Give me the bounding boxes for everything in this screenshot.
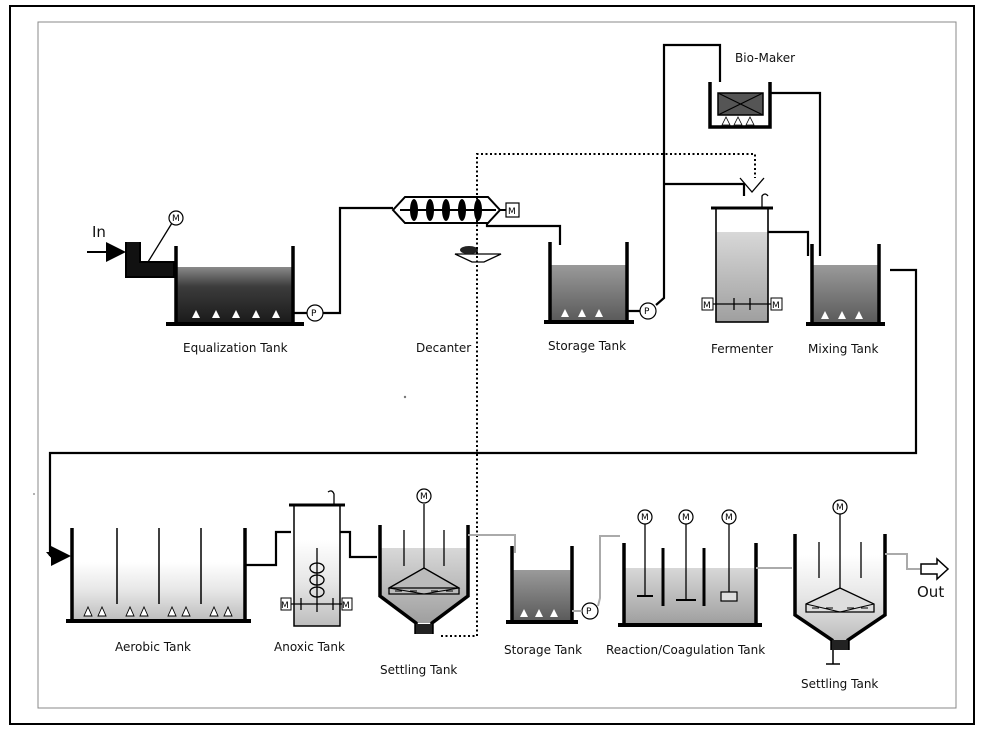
pipe-to-outlet	[885, 553, 920, 570]
pipe-settling-to-storage	[468, 534, 516, 553]
storage-tank-2: Storage Tank	[504, 546, 582, 657]
decanter-label: Decanter	[416, 341, 471, 355]
pipe-mixing-to-aerobic	[48, 268, 918, 556]
outlet-arrow-icon	[920, 557, 950, 581]
storage-tank-1-label: Storage Tank	[548, 339, 626, 353]
anoxic-tank: M M Anoxic Tank	[274, 490, 353, 654]
sludge-return-dotted-line	[441, 153, 756, 637]
motor-icon: M	[637, 509, 653, 525]
reaction-coagulation-tank: M M M Reaction/Coagulation Tank	[606, 509, 765, 657]
pipe-aerobic-to-anoxic	[245, 530, 291, 567]
svg-text:M: M	[420, 492, 428, 502]
equalization-tank-label: Equalization Tank	[183, 341, 288, 355]
svg-text:M: M	[703, 301, 711, 311]
storage-tank-1: Storage Tank	[544, 242, 634, 353]
outlet: Out	[917, 557, 950, 601]
svg-text:M: M	[508, 207, 516, 217]
svg-text:P: P	[311, 309, 317, 319]
motor-icon: M	[341, 597, 353, 611]
pump-icon: P	[306, 304, 324, 322]
motor-icon: M	[280, 597, 292, 611]
svg-text:M: M	[172, 214, 180, 224]
svg-text:M: M	[725, 513, 733, 523]
motor-icon: M	[416, 488, 432, 504]
pipe-biomaker-to-mixing	[770, 91, 822, 256]
pipe-to-fermenter	[664, 182, 746, 196]
motor-icon: M	[770, 297, 783, 311]
svg-text:M: M	[682, 513, 690, 523]
fermenter-funnel	[739, 177, 765, 193]
pipe-fermenter-to-mixing	[768, 230, 810, 256]
svg-text:M: M	[772, 301, 780, 311]
pump-icon: P	[639, 302, 657, 320]
settling-tank-1: M Settling Tank	[378, 488, 470, 677]
pipe-eq-to-decanter	[293, 206, 393, 315]
fermenter-label: Fermenter	[711, 342, 773, 356]
anoxic-tank-label: Anoxic Tank	[274, 640, 345, 654]
storage-tank-2-label: Storage Tank	[504, 643, 582, 657]
aerobic-tank: Aerobic Tank	[66, 528, 251, 654]
outer-frame	[9, 5, 975, 725]
inlet: In	[87, 223, 126, 262]
settling-tank-1-label: Settling Tank	[380, 663, 457, 677]
svg-text:M: M	[836, 503, 844, 513]
mixing-tank: Mixing Tank	[806, 244, 885, 356]
motor-icon: M	[168, 210, 184, 226]
pipe-storage-to-biomaker	[627, 43, 722, 313]
svg-text:P: P	[644, 307, 650, 317]
aerobic-tank-label: Aerobic Tank	[115, 640, 191, 654]
svg-text:M: M	[342, 601, 350, 611]
settling-tank-2: M Settling Tank	[793, 499, 887, 691]
motor-icon: M	[701, 297, 714, 311]
settling-tank-2-label: Settling Tank	[801, 677, 878, 691]
svg-text:M: M	[281, 601, 289, 611]
inlet-label: In	[92, 223, 106, 241]
motor-icon: M	[721, 509, 737, 525]
pipe-anoxic-to-settling	[340, 530, 377, 559]
motor-icon: M	[832, 499, 848, 515]
bio-maker-label: Bio-Maker	[735, 51, 795, 65]
outlet-label: Out	[917, 583, 944, 601]
motor-icon: M	[678, 509, 694, 525]
bio-maker: Bio-Maker	[708, 51, 795, 129]
svg-text:P: P	[586, 607, 592, 617]
equalization-tank: M Equalization Tank	[125, 210, 304, 355]
fermenter: M M Fermenter	[701, 177, 783, 356]
motor-icon: M	[505, 202, 520, 218]
pipe-decanter-to-storage	[485, 223, 562, 245]
equalization-inlet-box	[125, 242, 175, 278]
reaction-tank-label: Reaction/Coagulation Tank	[606, 643, 765, 657]
mixing-tank-label: Mixing Tank	[808, 342, 878, 356]
equalization-mixer-shaft	[147, 222, 173, 263]
pipe-storage-to-reaction	[572, 535, 620, 612]
svg-text:M: M	[641, 513, 649, 523]
equalization-diffusers	[192, 310, 280, 318]
pump-icon: P	[581, 602, 599, 620]
inner-frame	[37, 21, 957, 709]
decanter: M Decanter	[391, 196, 520, 355]
